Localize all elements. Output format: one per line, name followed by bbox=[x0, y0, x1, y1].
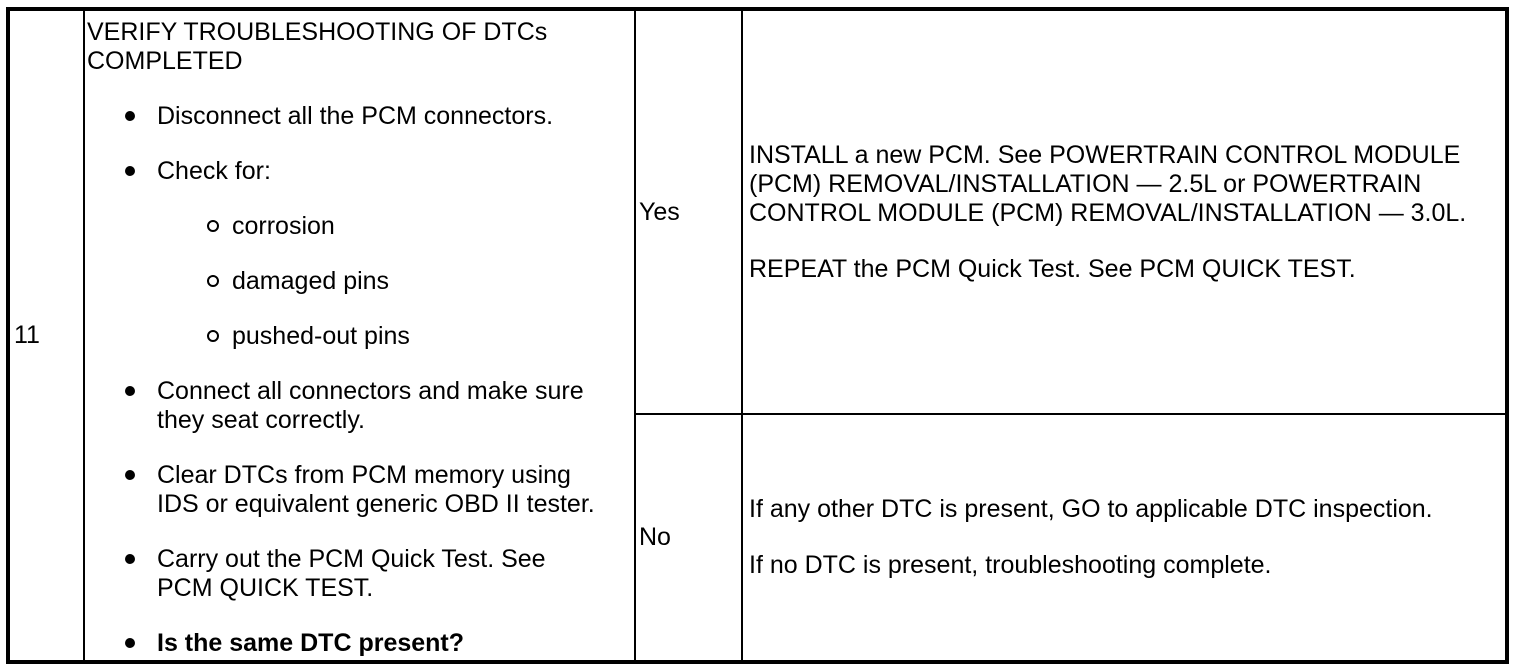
answer-label-no: No bbox=[639, 523, 671, 551]
open-circle-bullet-icon bbox=[207, 220, 219, 232]
bullet-item-question: Is the same DTC present? bbox=[125, 629, 634, 658]
bullet-text: pushed-out pins bbox=[232, 322, 410, 350]
outcome-column: Yes INSTALL a new PCM. See POWERTRAIN CO… bbox=[636, 11, 1505, 660]
open-circle-bullet-icon bbox=[207, 330, 219, 342]
bullet-item: Carry out the PCM Quick Test. See PCM QU… bbox=[125, 545, 634, 603]
action-cell: VERIFY TROUBLESHOOTING OF DTCs COMPLETED… bbox=[85, 11, 636, 660]
result-paragraph: INSTALL a new PCM. See POWERTRAIN CONTRO… bbox=[749, 140, 1467, 227]
result-paragraph: REPEAT the PCM Quick Test. See PCM QUICK… bbox=[749, 254, 1356, 283]
answer-label-yes: Yes bbox=[639, 197, 680, 226]
bullet-text: Disconnect all the PCM connectors. bbox=[157, 102, 554, 130]
filled-bullet-icon bbox=[125, 638, 135, 648]
troubleshooting-step-table: 11 VERIFY TROUBLESHOOTING OF DTCs COMPLE… bbox=[6, 7, 1509, 664]
filled-bullet-icon bbox=[125, 166, 135, 176]
bullet-item: Clear DTCs from PCM memory using IDS or … bbox=[125, 461, 634, 519]
bullet-text: corrosion bbox=[232, 212, 335, 240]
bullet-item: Disconnect all the PCM connectors. bbox=[125, 102, 634, 131]
bullet-text: Connect all connectors and make sure the… bbox=[157, 377, 584, 434]
sub-bullet-item: damaged pins bbox=[207, 267, 634, 296]
step-number-cell: 11 bbox=[10, 11, 85, 660]
filled-bullet-icon bbox=[125, 470, 135, 480]
result-cell-yes: INSTALL a new PCM. See POWERTRAIN CONTRO… bbox=[743, 11, 1505, 413]
bullet-text: Check for: bbox=[157, 157, 271, 185]
result-paragraph: If no DTC is present, troubleshooting co… bbox=[749, 551, 1272, 579]
filled-bullet-icon bbox=[125, 111, 135, 121]
filled-bullet-icon bbox=[125, 386, 135, 396]
answer-cell-yes: Yes bbox=[636, 11, 743, 413]
sub-bullet-item: pushed-out pins bbox=[207, 322, 634, 351]
bullet-text-question: Is the same DTC present? bbox=[157, 629, 465, 657]
bullet-text: Carry out the PCM Quick Test. See PCM QU… bbox=[157, 545, 546, 602]
sub-bullet-item: corrosion bbox=[207, 212, 634, 241]
result-paragraph: If any other DTC is present, GO to appli… bbox=[749, 495, 1433, 523]
open-circle-bullet-icon bbox=[207, 275, 219, 287]
bullet-text: Clear DTCs from PCM memory using IDS or … bbox=[157, 461, 595, 518]
step-number: 11 bbox=[14, 321, 40, 349]
result-cell-no: If any other DTC is present, GO to appli… bbox=[743, 415, 1505, 660]
bullet-item: Check for: bbox=[125, 157, 634, 186]
outcome-row-no: No If any other DTC is present, GO to ap… bbox=[636, 415, 1505, 660]
bullet-item: Connect all connectors and make sure the… bbox=[125, 377, 634, 435]
step-title: VERIFY TROUBLESHOOTING OF DTCs COMPLETED bbox=[87, 18, 548, 75]
bullet-text: damaged pins bbox=[232, 267, 390, 295]
filled-bullet-icon bbox=[125, 554, 135, 564]
answer-cell-no: No bbox=[636, 415, 743, 660]
outcome-row-yes: Yes INSTALL a new PCM. See POWERTRAIN CO… bbox=[636, 11, 1505, 415]
